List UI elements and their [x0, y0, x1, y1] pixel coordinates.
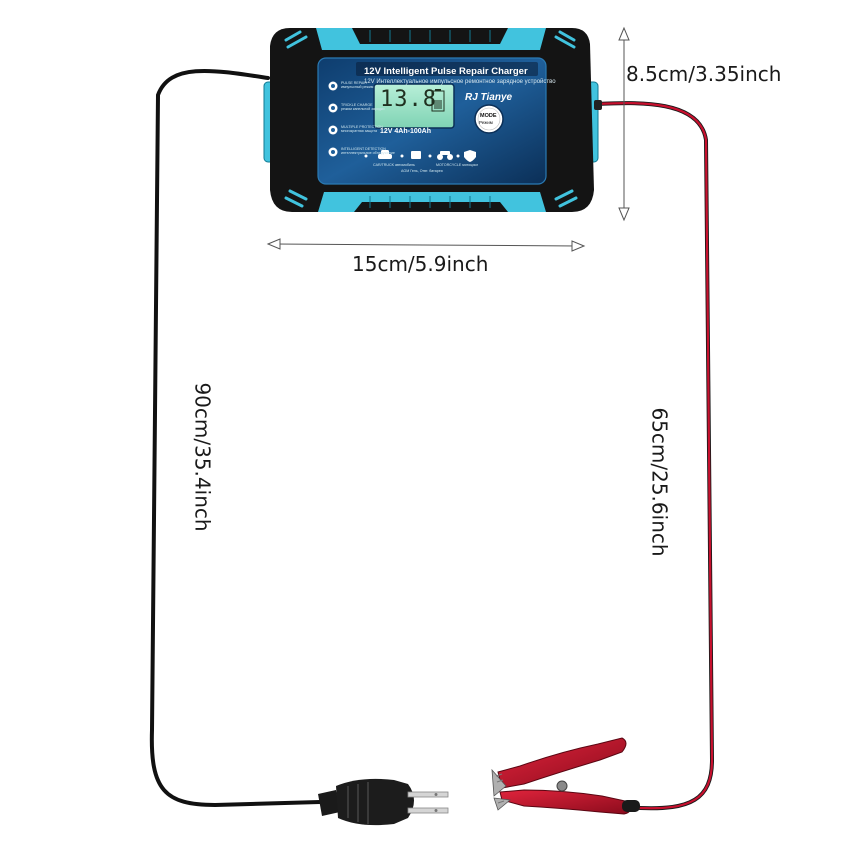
- battery-icon: [431, 89, 445, 112]
- charger-title: 12V Intelligent Pulse Repair Charger: [364, 66, 528, 77]
- mode-button-label: MODE: [480, 113, 497, 119]
- power-cable-length-label: 90cm/35.4inch: [190, 382, 215, 532]
- car-icon: [378, 150, 392, 159]
- alligator-clip-icon: [491, 737, 640, 815]
- height-dimension-arrow: [618, 26, 630, 222]
- vehicle-label: AGM Гель, Отвт. батарея: [401, 169, 443, 173]
- motorcycle-icon: [437, 151, 453, 160]
- output-cable-length-label: 65cm/25.6inch: [647, 407, 672, 557]
- black-power-cable: [149, 68, 322, 808]
- charger-subtitle: 12V Интеллектуальное импульсное ремонтно…: [364, 79, 556, 85]
- charger-unit: [263, 28, 602, 212]
- vehicle-label: MOTORCYCLE мотоцикл: [436, 163, 479, 167]
- vehicle-label: CAR/TRUCK автомобиль: [373, 163, 415, 167]
- lcd-screen: [373, 83, 455, 129]
- lcd-readout: 13.8: [380, 87, 437, 112]
- height-dimension-label: 8.5cm/3.35inch: [626, 62, 782, 86]
- shield-icon: [464, 150, 476, 162]
- mode-button-sublabel: Режим: [479, 120, 493, 125]
- brand-logo: RJ Tianye: [465, 92, 513, 103]
- vehicle-icons: [378, 150, 476, 162]
- battery-range-label: 12V 4Ah-100Ah: [380, 128, 431, 135]
- mode-button-icon: [474, 104, 504, 134]
- width-dimension-arrow: [266, 238, 586, 252]
- ac-plug-icon: [318, 778, 449, 826]
- width-dimension-label: 15cm/5.9inch: [352, 252, 489, 276]
- agm-battery-icon: [411, 151, 421, 159]
